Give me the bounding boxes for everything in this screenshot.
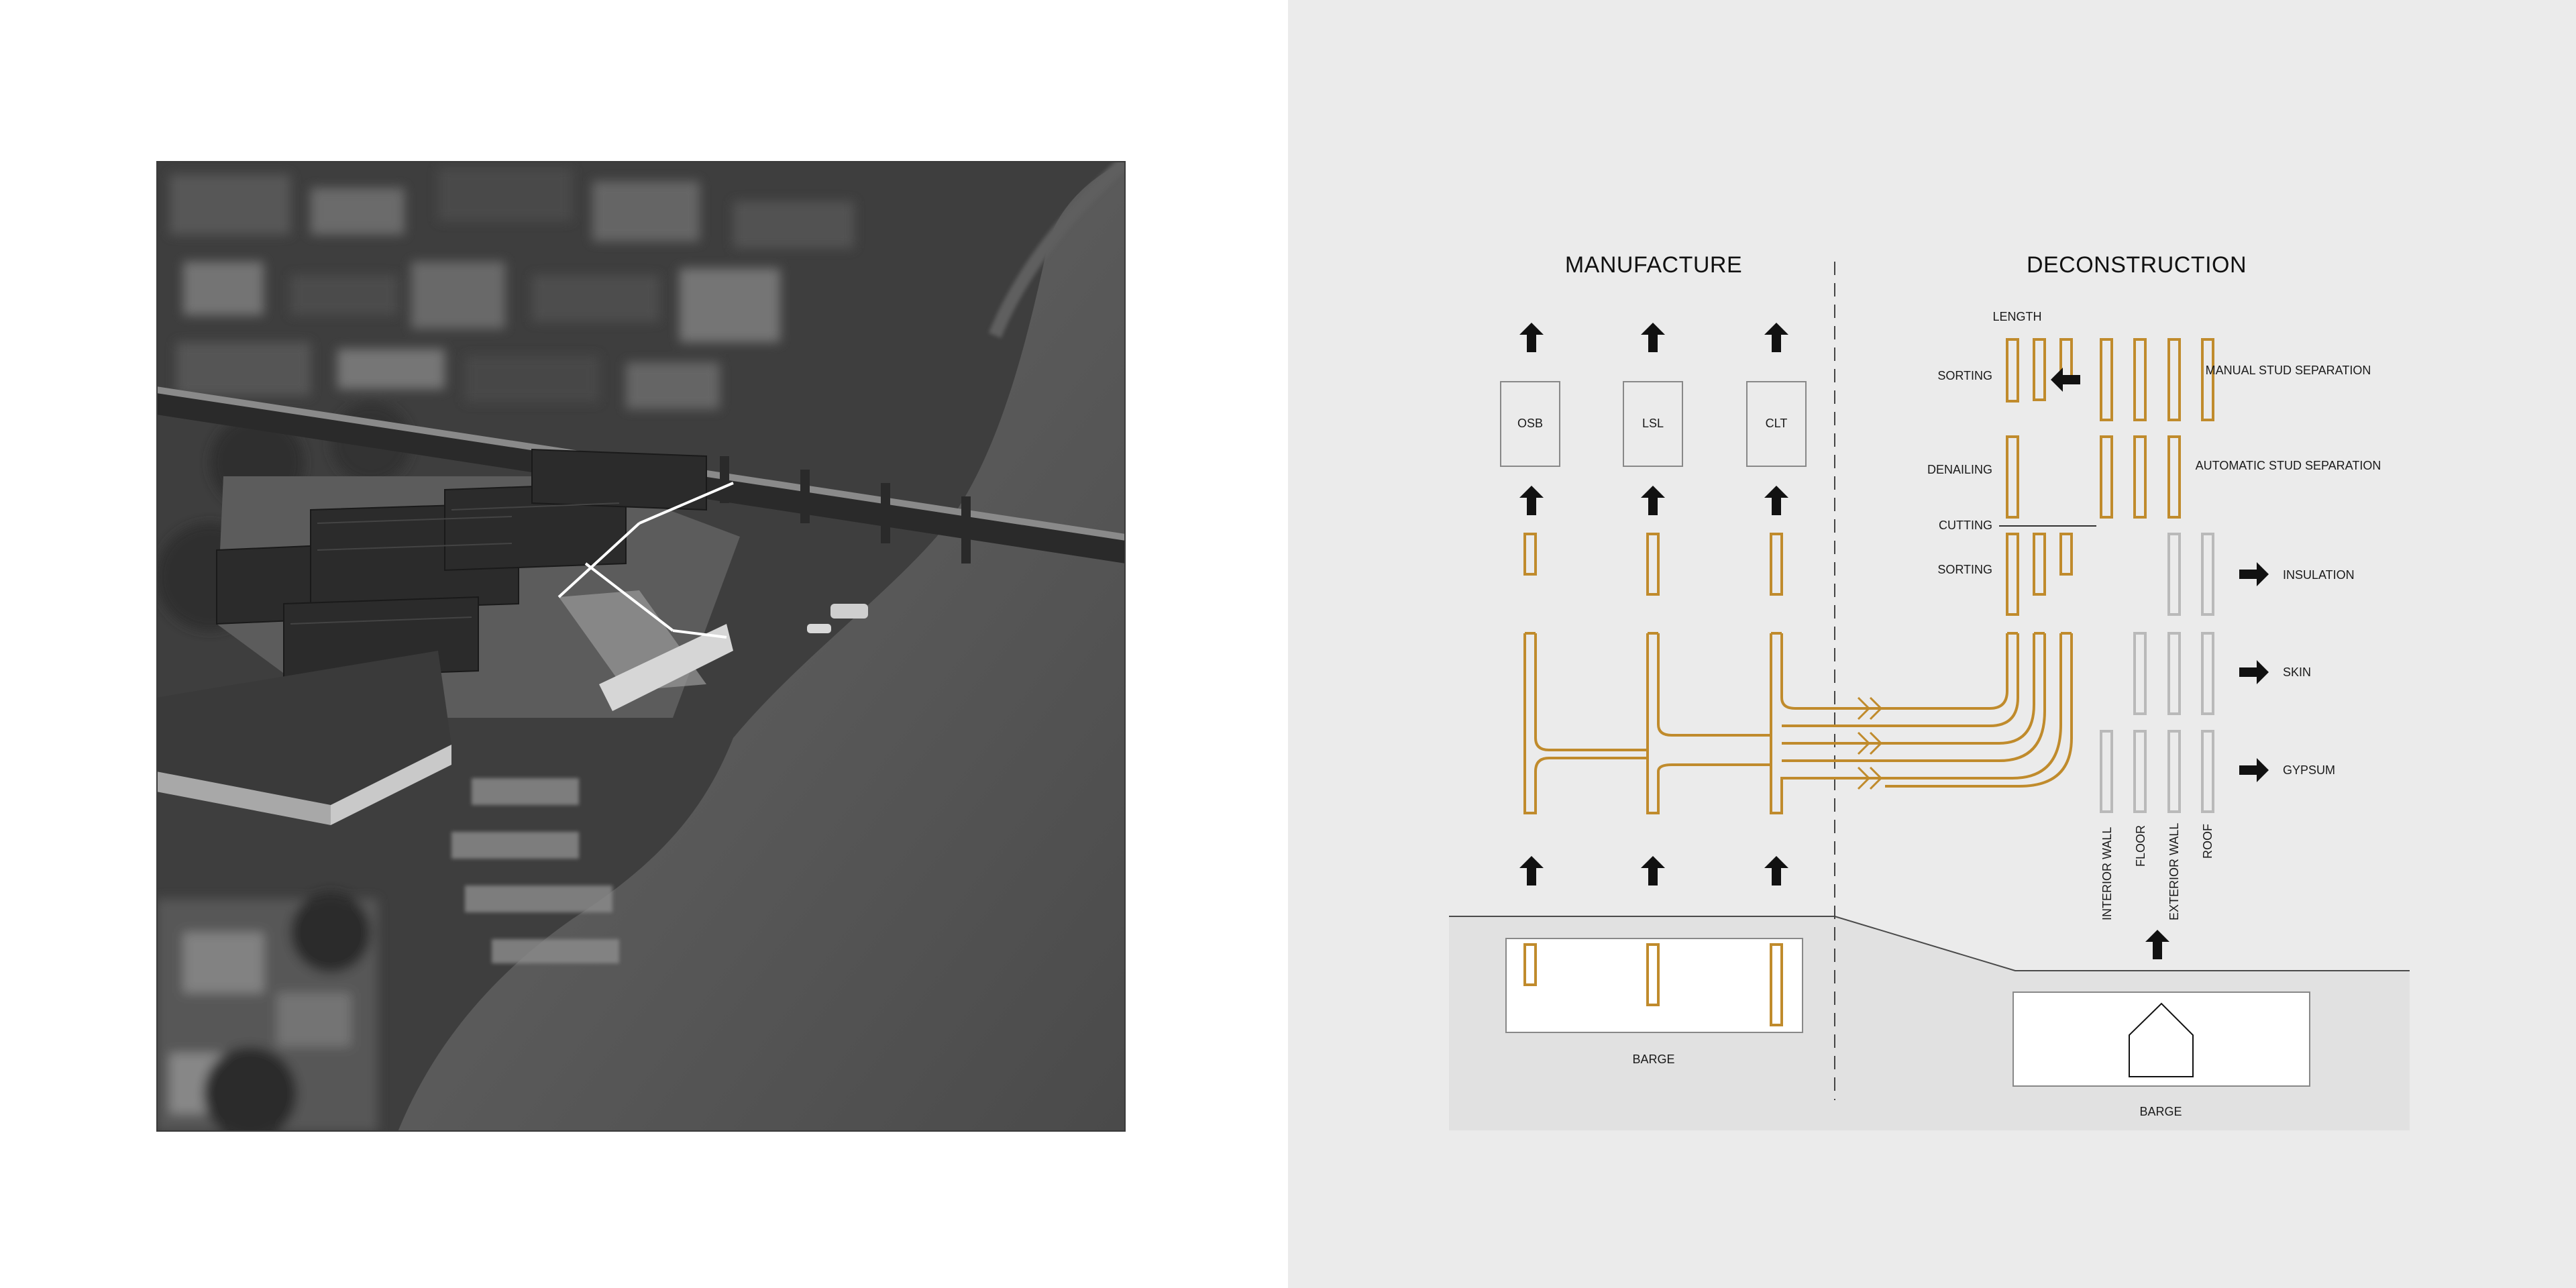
cutting-label: CUTTING xyxy=(1939,519,1992,532)
photo-panel xyxy=(156,161,1126,1132)
aerial-photo xyxy=(156,161,1126,1132)
up-arrow-icon xyxy=(1519,323,1788,352)
right-arrow-icon xyxy=(2239,562,2269,782)
roof-label: ROOF xyxy=(2201,824,2214,859)
timber-member xyxy=(2100,338,2214,519)
product-label-osb: OSB xyxy=(1517,417,1543,430)
junction-chevrons xyxy=(1857,696,1883,790)
up-arrow-icon xyxy=(2145,930,2169,959)
manual-stud-separation-label: MANUAL STUD SEPARATION xyxy=(2206,364,2371,377)
timber-member xyxy=(1523,943,1783,1026)
timber-member xyxy=(1523,533,1783,596)
deconstruction-barge xyxy=(2012,991,2310,1087)
house-icon xyxy=(2129,1002,2194,1077)
ground-line xyxy=(1449,916,2410,971)
material-flow-lines xyxy=(1885,632,2073,788)
interior-wall-label: INTERIOR WALL xyxy=(2100,827,2114,920)
left-arrow-icon xyxy=(2051,368,2080,392)
product-box xyxy=(1500,381,1807,467)
product-label-clt: CLT xyxy=(1766,417,1788,430)
deconstruction-heading: DECONSTRUCTION xyxy=(2027,252,2247,278)
sorting-label: SORTING xyxy=(1937,369,1992,382)
grey-member xyxy=(2100,533,2214,813)
manufacture-barge xyxy=(1505,938,1803,1033)
product-label-lsl: LSL xyxy=(1642,417,1664,430)
sorting-label: SORTING xyxy=(1937,563,1992,576)
floor-label: FLOOR xyxy=(2134,825,2147,867)
length-label: LENGTH xyxy=(1992,310,2041,323)
manufacture-heading: MANUFACTURE xyxy=(1565,252,1742,278)
manufacture-barge-label: BARGE xyxy=(1632,1053,1674,1066)
process-diagram: MANUFACTURE DECONSTRUCTION OSB LSL CLT xyxy=(1449,252,2410,1130)
material-flow-lines xyxy=(1523,632,1966,814)
timber-member xyxy=(2006,338,2073,616)
up-arrow-icon xyxy=(1519,486,1788,515)
diagram-panel: MANUFACTURE DECONSTRUCTION OSB LSL CLT xyxy=(1288,0,2576,1288)
exterior-wall-label: EXTERIOR WALL xyxy=(2167,823,2181,920)
gypsum-label: GYPSUM xyxy=(2283,763,2335,777)
denailing-label: DENAILING xyxy=(1927,463,1992,476)
up-arrow-icon xyxy=(1519,856,1788,885)
automatic-stud-separation-label: AUTOMATIC STUD SEPARATION xyxy=(2196,459,2381,472)
deconstruction-barge-label: BARGE xyxy=(2139,1105,2182,1118)
insulation-label: INSULATION xyxy=(2283,568,2355,582)
skin-label: SKIN xyxy=(2283,665,2311,679)
